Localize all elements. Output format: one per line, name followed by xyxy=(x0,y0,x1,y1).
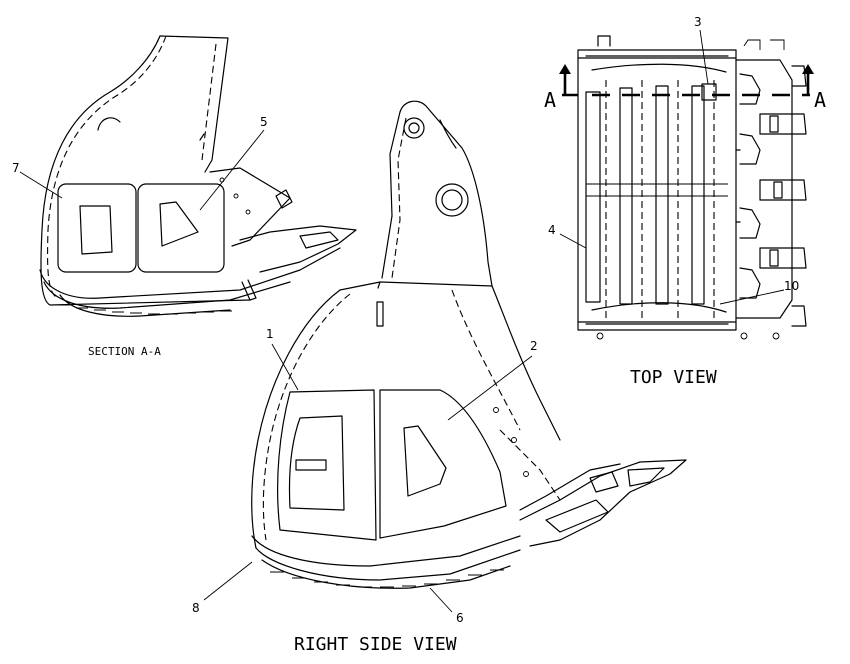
callout-4: 4 xyxy=(548,223,556,237)
callout-10: 10 xyxy=(784,279,799,293)
top-view xyxy=(559,35,814,340)
callout-8: 8 xyxy=(192,601,200,615)
leader-lines xyxy=(19,29,785,613)
right-side-view-label: RIGHT SIDE VIEW xyxy=(294,634,457,655)
callout-6: 6 xyxy=(456,611,464,625)
right-side-view xyxy=(251,100,687,589)
callout-1: 1 xyxy=(266,327,274,341)
section-mark-left: A xyxy=(544,88,556,112)
top-view-label: TOP VIEW xyxy=(630,367,717,388)
callout-7: 7 xyxy=(12,161,20,175)
section-a-a-view xyxy=(39,35,357,317)
callout-2: 2 xyxy=(530,339,538,353)
section-a-a-label: SECTION A-A xyxy=(88,345,161,358)
callout-5: 5 xyxy=(260,115,268,129)
callout-3: 3 xyxy=(694,15,702,29)
section-mark-right: A xyxy=(814,88,826,112)
